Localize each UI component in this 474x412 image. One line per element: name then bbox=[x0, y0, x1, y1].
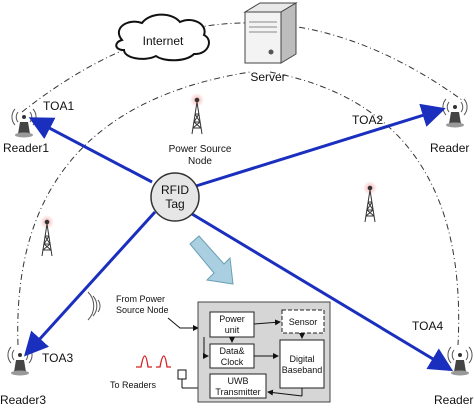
arrow-to-reader4 bbox=[191, 212, 454, 372]
antenna-icon bbox=[7, 346, 33, 376]
server-label: Server bbox=[250, 70, 285, 84]
cloud-icon bbox=[115, 13, 210, 62]
rfid-tag: RFID Tag bbox=[150, 172, 200, 222]
digital-baseband-label-line2: Baseband bbox=[282, 365, 323, 375]
reader-3: Reader3 TOA3 bbox=[0, 346, 73, 407]
toa1-label: TOA1 bbox=[43, 99, 74, 113]
reader-3-label: Reader3 bbox=[0, 393, 46, 407]
power-source-tower-right bbox=[363, 181, 377, 223]
server: Server bbox=[243, 2, 298, 84]
toa2-label: TOA2 bbox=[352, 113, 383, 127]
reader-1-label: Reader1 bbox=[3, 141, 49, 155]
reader-4: Reader TOA4 bbox=[412, 319, 473, 407]
server-icon bbox=[243, 2, 298, 64]
zoom-arrow-icon bbox=[189, 235, 234, 285]
uwb-transmitter-label-line1: UWB bbox=[228, 376, 249, 386]
data-clock-label-line2: Clock bbox=[221, 357, 244, 367]
sensor-label: Sensor bbox=[289, 317, 318, 327]
tag-block-diagram: Power unit Sensor Data& Clock Digital Ba… bbox=[197, 301, 331, 403]
power-node-label-line1: Power Source bbox=[169, 144, 232, 155]
uwb-pulse-icon bbox=[136, 355, 171, 368]
arrow-to-reader1 bbox=[28, 117, 153, 184]
digital-baseband-label-line1: Digital bbox=[289, 354, 314, 364]
cloud-label: Internet bbox=[143, 34, 184, 48]
from-power-label-line1: From Power bbox=[116, 294, 165, 304]
arrow-to-reader2 bbox=[195, 103, 446, 188]
antenna-icon bbox=[447, 346, 473, 376]
tower-icon bbox=[191, 97, 203, 135]
power-unit-label-line2: unit bbox=[225, 325, 240, 335]
reader-1: Reader1 TOA1 bbox=[3, 99, 74, 155]
outer-link-arc bbox=[21, 22, 463, 113]
data-clock-label-line1: Data& bbox=[219, 346, 244, 356]
power-unit-label-line1: Power bbox=[219, 314, 245, 324]
arrow-to-reader3 bbox=[23, 210, 157, 357]
antenna-icon bbox=[11, 108, 37, 138]
toa-arrows bbox=[23, 103, 454, 372]
inner-link-arc-left bbox=[17, 71, 251, 346]
toa4-label: TOA4 bbox=[412, 319, 443, 333]
reader-2-label: Reader bbox=[430, 141, 469, 155]
tag-label-line1: RFID bbox=[161, 183, 189, 197]
network-links bbox=[17, 22, 463, 346]
reader-2: Reader TOA2 bbox=[352, 98, 469, 155]
from-power-label-line2: Source Node bbox=[116, 305, 169, 315]
uwb-transmitter-label-line2: Transmitter bbox=[215, 387, 260, 397]
tower-icon bbox=[364, 185, 376, 223]
power-source-tower-top bbox=[190, 93, 204, 135]
incoming-power-waves-icon bbox=[87, 291, 101, 321]
tag-label-line2: Tag bbox=[165, 197, 184, 211]
reader-4-label: Reader bbox=[434, 393, 473, 407]
power-source-tower-left bbox=[40, 215, 54, 257]
antenna-icon bbox=[442, 98, 468, 128]
power-input-arrow bbox=[167, 317, 199, 331]
to-readers-label: To Readers bbox=[110, 380, 157, 390]
internet-cloud: Internet bbox=[115, 13, 210, 62]
tx-antenna-icon bbox=[177, 369, 204, 389]
block-connectors bbox=[203, 319, 305, 397]
power-node-label-line2: Node bbox=[188, 156, 212, 167]
tower-icon bbox=[41, 219, 53, 257]
toa3-label: TOA3 bbox=[42, 351, 73, 365]
